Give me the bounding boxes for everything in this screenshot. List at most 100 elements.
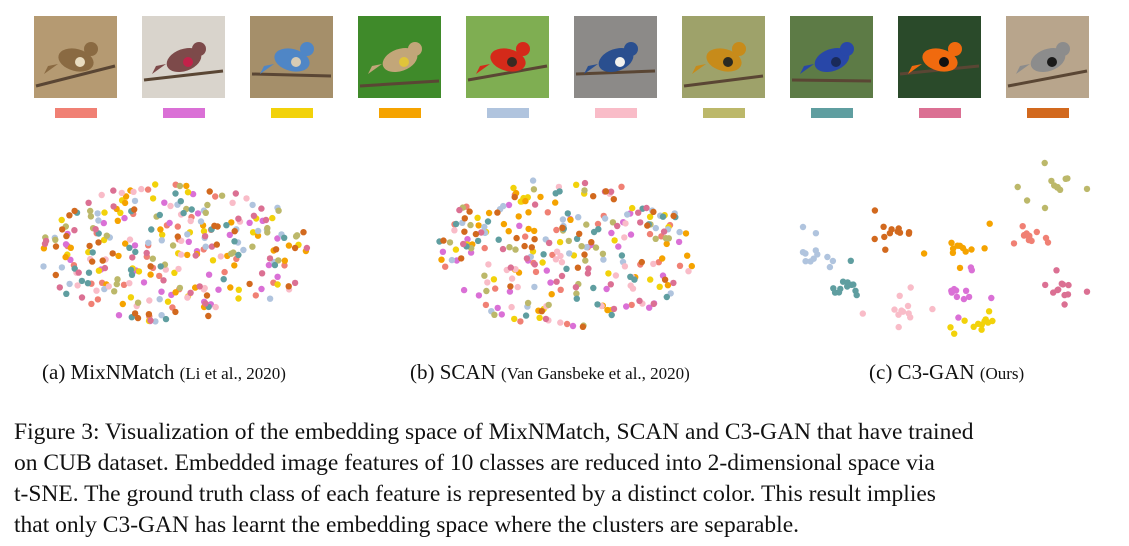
embedding-point [84,280,92,287]
embedding-point [607,281,614,288]
embedding-point [1041,204,1049,212]
bird-tail [584,64,598,74]
class-image-9 [898,16,981,98]
embedding-point [567,216,574,223]
embedding-point [215,286,222,293]
embedding-point [452,246,460,253]
embedding-point [474,214,481,221]
subcaption-c-label: (c) C3-GAN [869,360,975,384]
embedding-point [78,277,86,285]
embedding-point [506,244,513,251]
embedding-point [217,253,224,260]
embedding-point [810,255,817,262]
embedding-point [659,213,667,220]
embedding-point [285,283,292,290]
embedding-point [621,234,628,241]
embedding-point [516,222,523,229]
class-color-swatch-4 [379,108,421,118]
embedding-point [78,294,86,301]
embedding-point [228,219,235,226]
embedding-point [947,324,954,331]
embedding-point [300,229,307,236]
embedding-point [557,252,564,260]
bird-head [408,42,422,56]
embedding-point [226,231,233,239]
embedding-point [156,272,163,280]
embedding-point [952,287,960,294]
embedding-point [451,227,458,234]
embedding-point [583,244,590,251]
embedding-point [1058,280,1065,287]
embedding-point [275,257,282,264]
figure-caption: Figure 3: Visualization of the embedding… [14,417,1116,541]
embedding-point [235,251,242,259]
embedding-point [118,189,126,197]
oriole-photo-icon [682,16,765,98]
hummingbird-photo-icon [142,16,225,98]
bird-marking [291,57,301,67]
embedding-point [134,299,142,306]
embedding-point [246,219,253,226]
embedding-point [66,280,73,288]
embedding-point [986,220,993,227]
embedding-point [638,258,645,266]
embedding-point [231,262,238,269]
embedding-point [89,258,96,265]
embedding-point [105,283,113,290]
embedding-point [850,281,857,288]
embedding-point [274,235,281,242]
embedding-point [513,234,520,242]
embedding-point [249,229,257,236]
embedding-point [956,264,964,272]
embedding-point [483,287,490,295]
embedding-point [95,217,102,224]
embedding-point [1083,288,1091,295]
embedding-point [196,283,203,290]
embedding-point [232,190,239,197]
embedding-point [235,295,242,302]
embedding-point [552,190,559,197]
embedding-point [549,251,556,259]
embedding-point [499,245,507,253]
embedding-point [188,206,195,213]
bird-tail [908,64,922,74]
embedding-point [582,257,589,264]
class-color-swatch-1 [55,108,97,118]
embedding-point [63,290,70,297]
embedding-point [42,237,50,245]
embedding-point [220,276,227,283]
branch [467,64,548,82]
embedding-point [452,220,460,228]
embedding-point [177,198,184,205]
embedding-point [189,190,197,198]
embedding-point [115,312,123,319]
sparrow-photo-icon [34,16,117,98]
waxwing-photo-icon [358,16,441,98]
embedding-point [1023,197,1031,204]
embedding-point [531,201,539,208]
bird-tail [692,64,706,74]
embedding-point [627,231,635,238]
bird-marking [939,57,949,67]
embedding-point [557,286,564,293]
embedding-point [967,264,975,271]
bird-tail [152,64,166,74]
embedding-point [531,227,538,235]
embedding-point [209,257,217,264]
embedding-point [604,306,611,314]
embedding-point [652,224,659,232]
embedding-point [905,310,912,317]
embedding-point [484,218,492,225]
subcaption-a: (a) MixNMatch (Li et al., 2020) [42,360,286,385]
embedding-point [147,271,154,278]
embedding-point [584,270,592,277]
embedding-point [258,285,265,293]
embedding-point [162,266,169,273]
embedding-point [110,187,117,194]
caption-line-4: that only C3-GAN has learnt the embeddin… [14,512,800,538]
embedding-point [229,199,236,206]
embedding-point [442,263,449,270]
embedding-point [590,284,597,292]
embedding-point [601,215,609,222]
embedding-point [156,296,163,303]
